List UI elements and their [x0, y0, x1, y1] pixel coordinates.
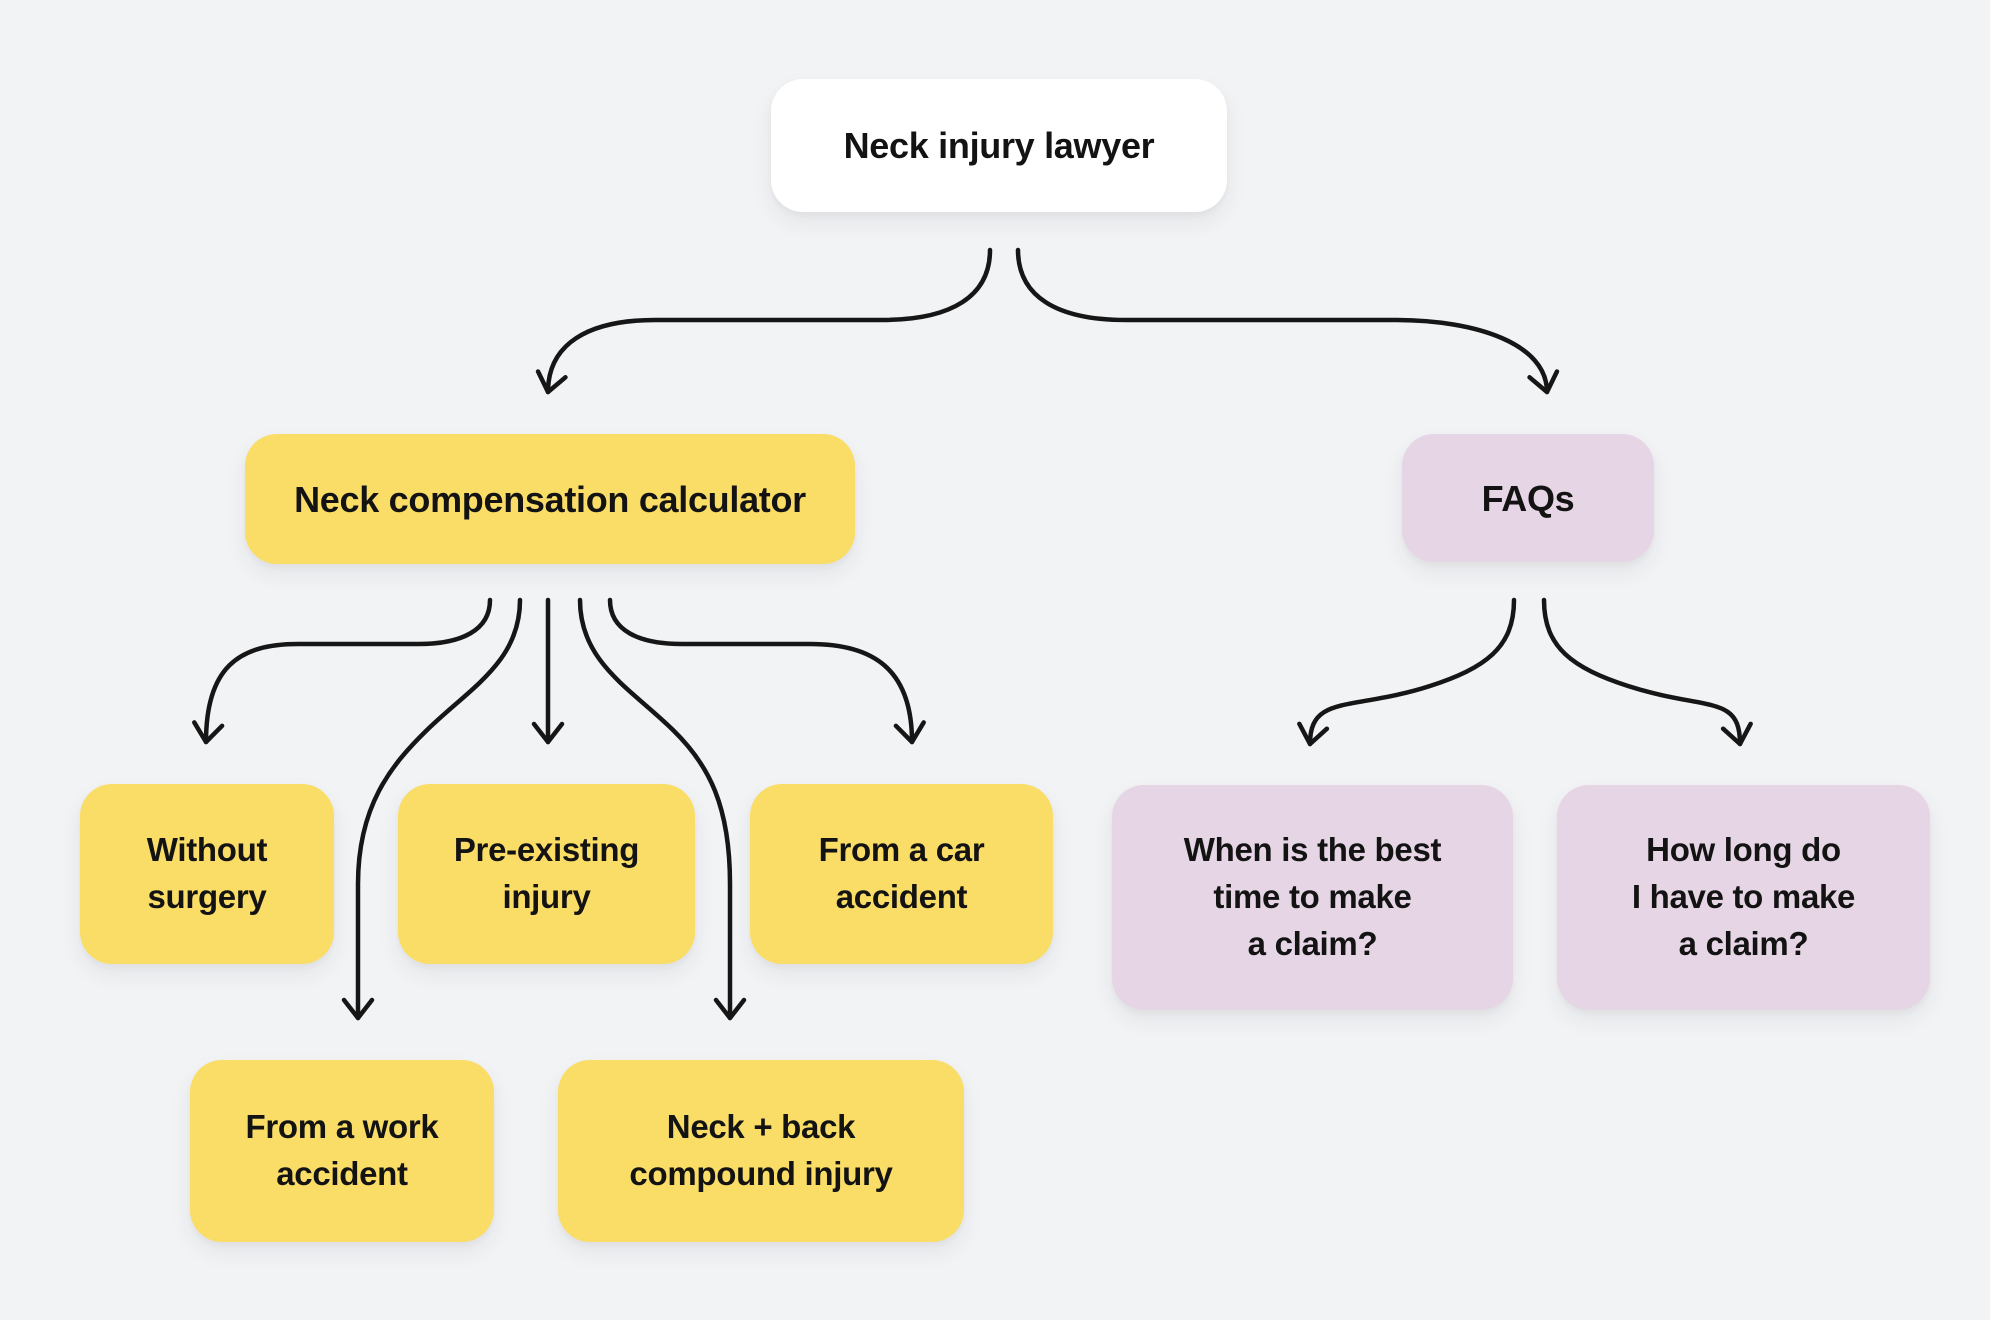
arrow-calculator-to-car-accident: [607, 597, 915, 745]
arrowhead-root-to-calculator: [535, 369, 568, 395]
arrow-root-to-calculator: [545, 247, 993, 395]
arrow-faqs-to-best-time: [1307, 597, 1517, 747]
node-car-accident: From a car accident: [750, 784, 1053, 964]
node-car-accident-label: From a car accident: [818, 831, 985, 915]
arrowhead-root-to-faqs: [1527, 369, 1560, 395]
node-compound-injury-label: Neck + back compound injury: [629, 1108, 893, 1192]
node-faq-best-time-label: When is the best time to make a claim?: [1183, 831, 1442, 962]
arrowhead-faqs-to-how-long: [1720, 721, 1753, 747]
arrowhead-faqs-to-best-time: [1297, 721, 1330, 747]
node-work-accident-label: From a work accident: [245, 1108, 439, 1192]
arrowhead-calculator-to-car-accident: [893, 720, 926, 745]
arrowhead-calculator-to-compound-injury: [713, 997, 747, 1021]
node-compound-injury: Neck + back compound injury: [558, 1060, 964, 1242]
arrowhead-calculator-to-pre-existing: [531, 721, 565, 745]
node-root-label: Neck injury lawyer: [843, 125, 1155, 166]
node-faq-how-long-label: How long do I have to make a claim?: [1631, 831, 1856, 962]
node-pre-existing: Pre-existing injury: [398, 784, 695, 964]
node-calculator-label: Neck compensation calculator: [294, 478, 806, 520]
arrow-calculator-to-without-surgery: [203, 597, 493, 745]
node-work-accident: From a work accident: [190, 1060, 494, 1242]
node-calculator: Neck compensation calculator: [245, 434, 855, 564]
arrowhead-calculator-to-without-surgery: [192, 720, 225, 745]
node-faqs: FAQs: [1402, 434, 1654, 562]
node-without-surgery-label: Without surgery: [146, 831, 268, 915]
node-root: Neck injury lawyer: [771, 79, 1227, 212]
arrowhead-calculator-to-work-accident: [341, 997, 375, 1021]
node-faq-how-long: How long do I have to make a claim?: [1557, 785, 1930, 1010]
arrow-faqs-to-how-long: [1541, 597, 1743, 747]
node-pre-existing-label: Pre-existing injury: [453, 831, 640, 915]
arrow-root-to-faqs: [1015, 247, 1550, 395]
node-faqs-label: FAQs: [1481, 477, 1575, 519]
node-without-surgery: Without surgery: [80, 784, 334, 964]
node-faq-best-time: When is the best time to make a claim?: [1112, 785, 1513, 1010]
